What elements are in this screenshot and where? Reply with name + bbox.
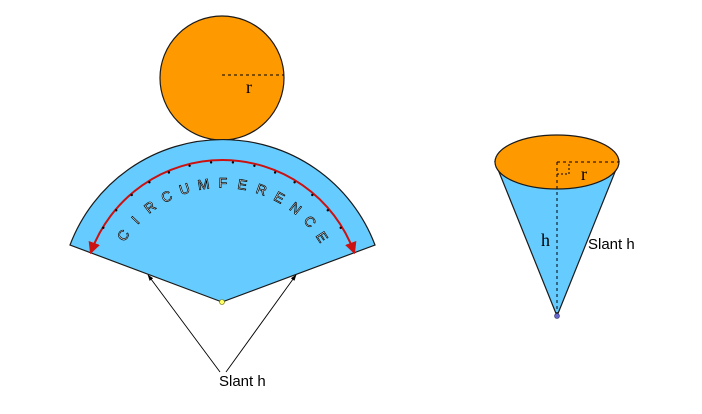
arc-dot <box>188 164 191 167</box>
arc-dot <box>339 226 342 229</box>
arc-dot <box>130 193 133 197</box>
cone-apex-dot <box>554 313 560 319</box>
arc-dot <box>326 209 329 212</box>
net-base-circle <box>159 15 285 141</box>
cone-height-label: h <box>541 230 550 250</box>
net-apex-dot <box>219 299 225 305</box>
cone-radius-label: r <box>581 164 587 184</box>
arc-dot <box>209 161 213 164</box>
circumference-letter: U <box>177 180 192 198</box>
cone-slant-label: Slant h <box>588 236 635 253</box>
arc-dot <box>148 181 151 184</box>
circumference-arc-dots <box>102 161 342 229</box>
arc-dot <box>115 209 118 212</box>
arc-dot <box>273 171 277 174</box>
net-radius-label: r <box>246 77 252 97</box>
arc-dot <box>253 164 256 167</box>
arc-dot <box>231 161 235 164</box>
net-slant-pointers: Slant h <box>147 274 297 390</box>
net-slant-label: Slant h <box>219 373 266 390</box>
circumference-arc-arrow <box>88 159 357 255</box>
circumference-letter: F <box>219 175 228 191</box>
circumference-letter: M <box>196 175 210 193</box>
arc-dot <box>167 171 171 174</box>
cone-group: r h Slant h <box>494 134 635 319</box>
arc-dot <box>102 226 105 229</box>
net-base-circle-group: r <box>159 15 285 141</box>
right-angle-marker <box>557 162 570 175</box>
slant-pointer-right-arrow <box>225 274 297 373</box>
arc-dot <box>293 181 296 184</box>
net-lateral-sector <box>69 138 376 303</box>
circumference-letter: E <box>237 176 249 193</box>
slant-pointer-left-arrow <box>147 274 221 373</box>
arc-dot <box>311 193 314 197</box>
